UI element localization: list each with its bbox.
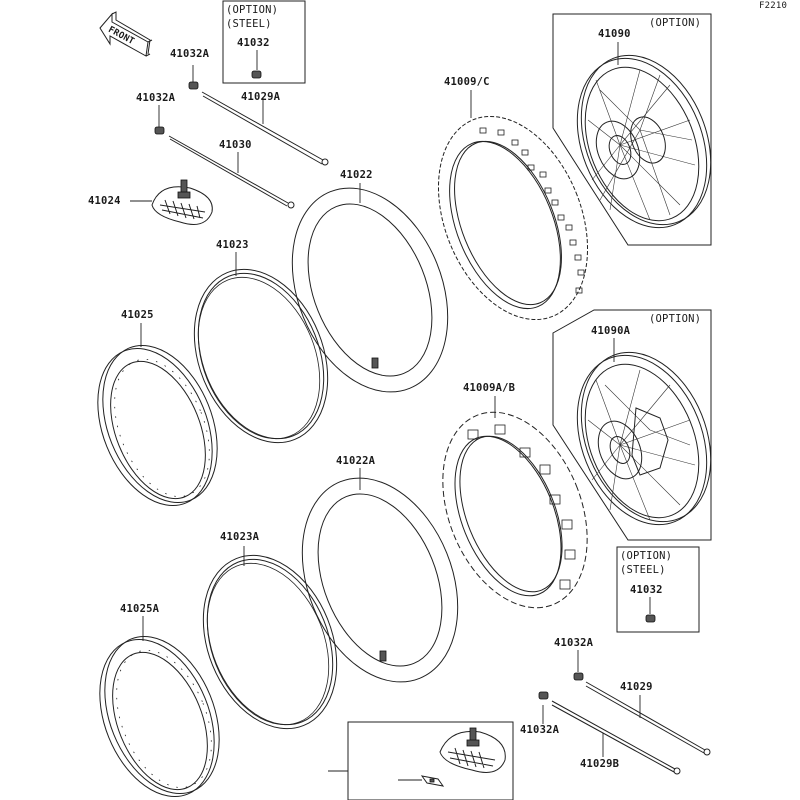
wheel-front-assembly xyxy=(576,54,712,229)
valve-cap-icon xyxy=(538,691,549,700)
part-label-41029a[interactable]: 41029A xyxy=(241,91,281,103)
wheel-rear-assembly xyxy=(576,351,712,526)
option-box-front-wheel xyxy=(552,13,712,246)
valve-cap-icon xyxy=(573,672,584,681)
part-label-41032a-2[interactable]: 41032A xyxy=(136,92,176,104)
inner-tube-front xyxy=(291,187,449,393)
part-label-41032-top[interactable]: 41032 xyxy=(237,37,270,49)
rim-lock-nut-icon xyxy=(420,775,445,787)
part-label-41029b[interactable]: 41029B xyxy=(580,758,620,770)
rim-lock-icon xyxy=(439,727,506,773)
option-label: (OPTION) xyxy=(649,17,702,29)
part-label-41025[interactable]: 41025 xyxy=(121,309,154,321)
steel-label: (STEEL) xyxy=(226,18,272,30)
part-label-41029[interactable]: 41029 xyxy=(620,681,653,693)
part-label-41032a-1[interactable]: 41032A xyxy=(170,48,210,60)
valve-cap-icon xyxy=(645,614,656,623)
rim-band-front xyxy=(193,268,329,444)
figure-code: F2210 xyxy=(759,1,788,11)
rim-band-rear xyxy=(202,554,338,730)
part-label-41032a-3[interactable]: 41032A xyxy=(554,637,594,649)
part-label-41090[interactable]: 41090 xyxy=(598,28,631,40)
valve-cap-icon xyxy=(251,70,262,79)
option-label: (OPTION) xyxy=(649,313,702,325)
part-label-41090a[interactable]: 41090A xyxy=(591,325,631,337)
tire-front xyxy=(437,115,589,321)
part-label-41009a-b[interactable]: 41009A/B xyxy=(463,382,516,394)
rim-front xyxy=(97,345,218,506)
valve-cap-icon xyxy=(154,126,165,135)
rim-lock-icon xyxy=(151,179,213,225)
part-label-41030[interactable]: 41030 xyxy=(219,139,252,151)
option-box-steel-cap-bottom xyxy=(616,546,700,633)
option-box-steel-cap-top xyxy=(222,0,306,84)
option-box-rim-lock-kit xyxy=(347,721,514,800)
front-arrow-icon xyxy=(99,11,153,57)
part-label-41032-bottom[interactable]: 41032 xyxy=(630,584,663,596)
part-label-41009-c[interactable]: 41009/C xyxy=(444,76,490,88)
valve-cap-icon xyxy=(188,81,199,90)
part-label-41032a-4[interactable]: 41032A xyxy=(520,724,560,736)
part-label-41023[interactable]: 41023 xyxy=(216,239,249,251)
part-label-41023a[interactable]: 41023A xyxy=(220,531,260,543)
part-label-41022a[interactable]: 41022A xyxy=(336,455,376,467)
inner-tube-rear xyxy=(301,477,459,683)
tire-rear xyxy=(442,411,588,609)
option-label: (OPTION) xyxy=(620,550,673,562)
part-label-41024[interactable]: 41024 xyxy=(88,195,121,207)
rim-rear xyxy=(99,636,220,797)
option-box-rear-wheel xyxy=(552,309,712,541)
part-label-41025a[interactable]: 41025A xyxy=(120,603,160,615)
part-label-41022[interactable]: 41022 xyxy=(340,169,373,181)
steel-label: (STEEL) xyxy=(620,564,666,576)
option-label: (OPTION) xyxy=(226,4,279,16)
